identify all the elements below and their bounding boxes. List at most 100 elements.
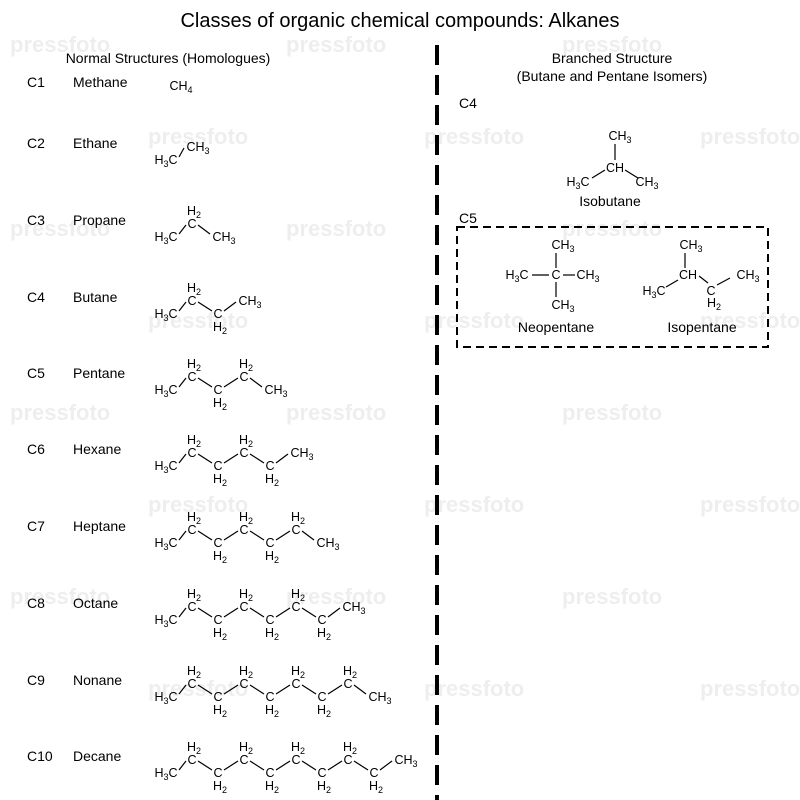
carbon-atom: C (317, 690, 326, 704)
carbon-count-code: C6 (27, 441, 45, 457)
c5-code: C5 (459, 210, 477, 226)
hydrogen-pair: H2​ (213, 549, 227, 565)
carbon-atom: C (343, 677, 352, 691)
watermark-text: pressfoto (10, 216, 110, 241)
watermark-text: pressfoto (286, 584, 386, 609)
branched-formulas: CH3​CHH3​CCH3​CH3​CH3​CCH3​CH3​CH3​CHH3​… (505, 129, 759, 314)
methyl-group: H3​C (154, 230, 177, 246)
carbon-atom: C (213, 459, 222, 473)
watermark-text: pressfoto (700, 676, 800, 701)
hydrogen-pair: H2​ (187, 740, 201, 756)
carbon-atom: C (706, 284, 715, 298)
carbon-count-code: C1 (27, 74, 45, 90)
watermark-text: pressfoto (700, 492, 800, 517)
methyl-group: CH3​ (264, 383, 287, 399)
carbon-atom: C (213, 383, 222, 397)
hydrogen-pair: H2​ (239, 740, 253, 756)
bond-line (249, 530, 265, 541)
methyl-group: H3​C (642, 284, 665, 300)
watermark-text: pressfoto (10, 400, 110, 425)
branched-structures: C4 Isobutane C5 Neopentane Isopentane CH… (456, 95, 769, 348)
methyl-group: CH3​ (342, 600, 365, 616)
methyl-group: CH3​ (186, 140, 209, 156)
bond-line (665, 279, 679, 288)
hydrogen-pair: H2​ (239, 587, 253, 603)
bond-line (178, 224, 187, 235)
methyl-group: CH3​ (238, 294, 261, 310)
methyl-group: H3​C (154, 459, 177, 475)
watermark-text: pressfoto (286, 216, 386, 241)
carbon-atom: C (291, 677, 300, 691)
hydrogen-pair: H2​ (265, 779, 279, 795)
bond-line (178, 684, 187, 695)
watermark-text: pressfoto (148, 124, 248, 149)
neopentane-label: Neopentane (518, 319, 595, 335)
methyl-group: H3​C (566, 175, 589, 191)
bond-line (197, 301, 213, 312)
bond-line (591, 169, 606, 179)
carbon-atom: C (239, 523, 248, 537)
hydrogen-pair: H2​ (317, 779, 331, 795)
hydrogen-pair: H2​ (707, 296, 721, 312)
methyl-group: CH3​ (551, 298, 574, 314)
watermark-text: pressfoto (424, 124, 524, 149)
methine-group: CH (679, 268, 697, 282)
bond-line (301, 760, 317, 771)
methyl-group: H3​C (154, 766, 177, 782)
bond-line (275, 530, 291, 541)
methyl-group: H3​C (154, 307, 177, 323)
carbon-atom: C (291, 523, 300, 537)
carbon-atom: C (187, 446, 196, 460)
hydrogen-pair: H2​ (317, 703, 331, 719)
methyl-group: CH3​ (394, 753, 417, 769)
methane-formula: CH4​ (169, 79, 192, 95)
carbon-atom: C (213, 613, 222, 627)
carbon-atom: C (343, 753, 352, 767)
bond-line (327, 760, 343, 771)
methyl-group: CH3​ (608, 129, 631, 145)
carbon-atom: C (239, 677, 248, 691)
bond-line (178, 530, 187, 541)
bond-line (249, 760, 265, 771)
watermark-text: pressfoto (562, 584, 662, 609)
compound-name: Heptane (73, 518, 126, 534)
carbon-atom: C (187, 523, 196, 537)
methyl-group: CH3​ (736, 268, 759, 284)
bond-line (197, 453, 213, 464)
compound-name: Methane (73, 74, 128, 90)
watermark-text: pressfoto (148, 308, 248, 333)
compound-name: Nonane (73, 672, 122, 688)
carbon-atom: C (213, 766, 222, 780)
hydrogen-pair: H2​ (265, 626, 279, 642)
carbon-atom: C (265, 613, 274, 627)
bond-line (249, 684, 265, 695)
carbon-count-code: C9 (27, 672, 45, 688)
bond-line (698, 275, 709, 284)
carbon-atom: C (187, 217, 196, 231)
bond-line (197, 760, 213, 771)
carbon-count-code: C7 (27, 518, 45, 534)
watermark-text: pressfoto (10, 584, 110, 609)
methyl-group: H3​C (154, 613, 177, 629)
bond-line (197, 377, 213, 388)
carbon-count-code: C2 (27, 135, 45, 151)
bond-line (223, 760, 239, 771)
carbon-atom: C (291, 753, 300, 767)
carbon-count-code: C10 (27, 748, 53, 764)
watermark-text: pressfoto (10, 32, 110, 57)
bond-line (178, 147, 185, 158)
page-title: Classes of organic chemical compounds: A… (180, 10, 619, 32)
hydrogen-pair: H2​ (187, 204, 201, 220)
methyl-group: CH3​ (635, 175, 658, 191)
carbon-atom: C (187, 753, 196, 767)
bond-line (327, 684, 343, 695)
hydrogen-pair: H2​ (239, 664, 253, 680)
bond-line (353, 760, 369, 771)
bond-line (275, 453, 289, 464)
bond-line (197, 224, 211, 235)
bond-line (223, 301, 237, 312)
carbon-count-code: C4 (27, 289, 45, 305)
carbon-atom: C (239, 600, 248, 614)
